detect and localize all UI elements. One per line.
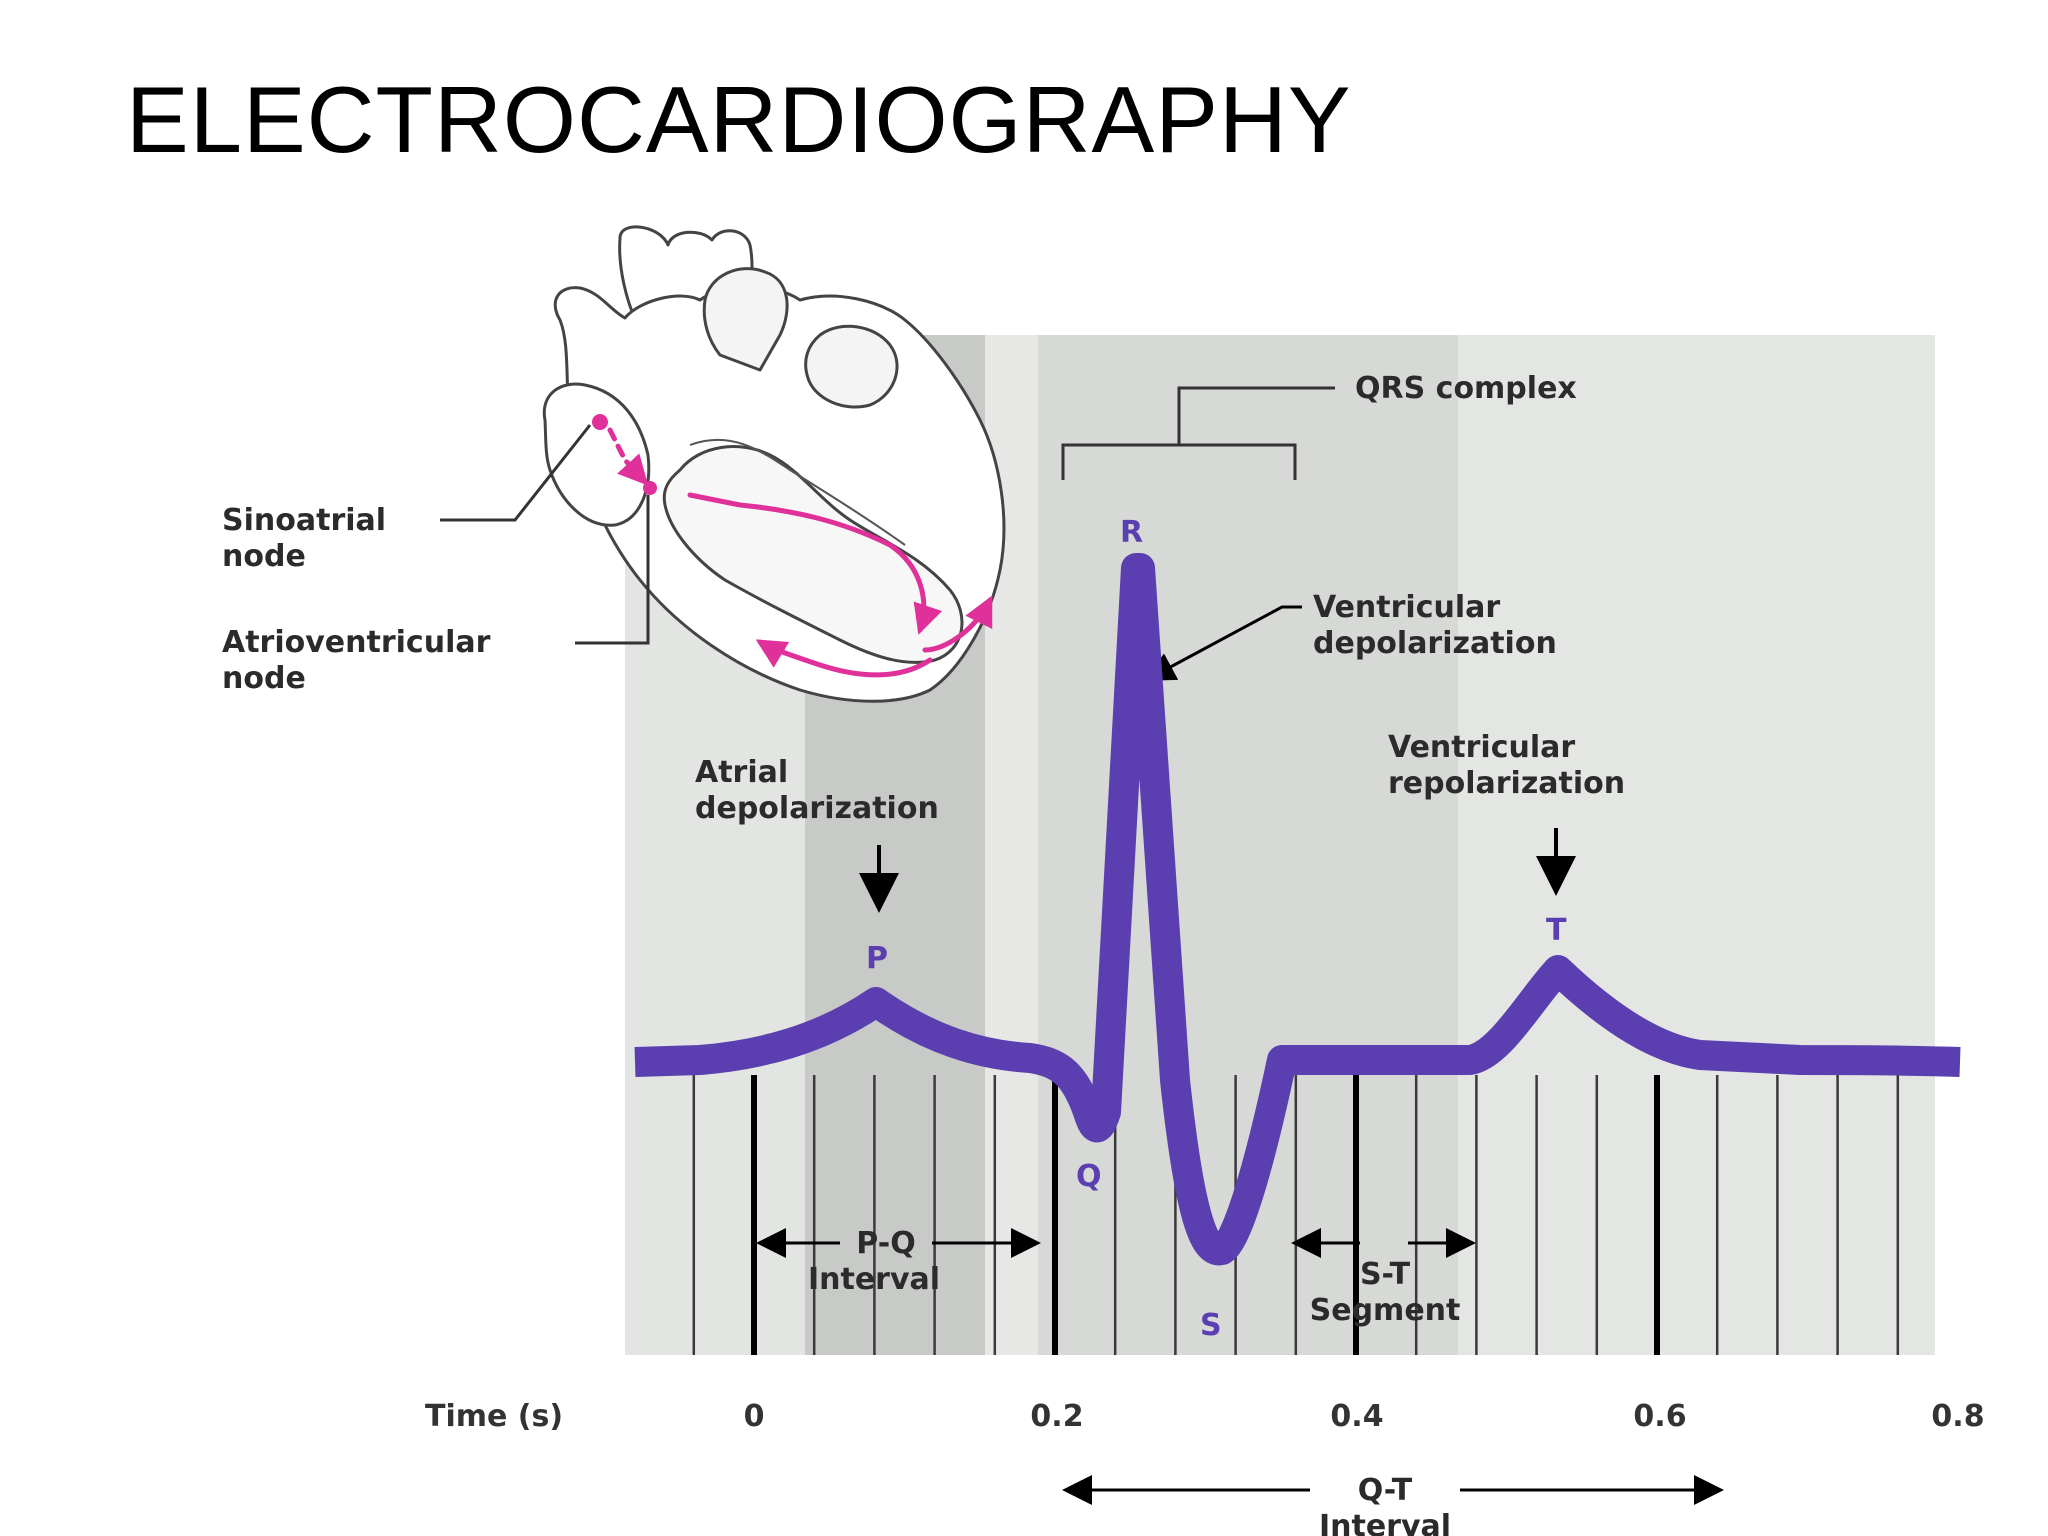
wave-labels: P Q R S T [866, 515, 1567, 1343]
wave-r-label: R [1120, 515, 1143, 550]
ventricular-depolarization-line2: depolarization [1313, 626, 1557, 661]
heart-pulmonary-trunk [702, 267, 789, 372]
heart-right-atrium [542, 382, 651, 527]
ventricular-depolarization-line1: Ventricular [1313, 590, 1500, 625]
heart-illustration [542, 225, 1006, 703]
heart-ventricle-wall [662, 445, 964, 664]
av-node-leader [575, 495, 650, 645]
purkinje-right-path [922, 595, 993, 653]
wave-p-label: P [866, 941, 888, 976]
qrs-bracket [1061, 386, 1335, 480]
atrial-depolarization-line2: depolarization [695, 791, 939, 826]
ecg-trace [634, 553, 1961, 1266]
atrial-depolarization-line1: Atrial [695, 755, 788, 790]
sa-node-dot [592, 414, 608, 430]
sa-node-leader [440, 424, 592, 522]
purkinje-left-path [755, 639, 933, 678]
ventricular-repolarization-line2: repolarization [1388, 766, 1625, 801]
sa-to-av-path [607, 427, 649, 486]
time-axis-label: Time (s) [425, 1399, 563, 1434]
wave-q-label: Q [1076, 1159, 1102, 1194]
st-segment-line1: S-T [1360, 1257, 1411, 1292]
qrs-complex-label: QRS complex [1355, 371, 1577, 406]
band-t [1458, 335, 1935, 1355]
heart-labels: Sinoatrial node Atrioventricular node [222, 424, 650, 696]
time-grid [692, 1075, 1900, 1355]
time-tick-0.8: 0.8 [1931, 1399, 1984, 1434]
wave-t-label: T [1546, 913, 1567, 948]
time-tick-0: 0 [744, 1399, 765, 1434]
wave-s-label: S [1200, 1308, 1222, 1343]
qrs-bracket-stem [1177, 386, 1335, 445]
av-node-label-line1: Atrioventricular [222, 625, 491, 660]
av-node-label-line2: node [222, 661, 306, 696]
st-segment-line2: Segment [1310, 1293, 1461, 1328]
qt-interval-line1: Q-T [1358, 1473, 1413, 1508]
heart-septum [689, 438, 906, 546]
sa-node-label-line1: Sinoatrial [222, 503, 386, 538]
time-tick-0.4: 0.4 [1330, 1399, 1383, 1434]
pq-interval-line2: Interval [808, 1262, 940, 1297]
heart-left-atrium [804, 324, 899, 409]
pq-interval-line1: P-Q [856, 1226, 915, 1261]
conduction-pathway [592, 414, 993, 678]
qt-interval-line2: Interval [1319, 1509, 1451, 1536]
time-tick-0.6: 0.6 [1633, 1399, 1686, 1434]
time-tick-0.2: 0.2 [1030, 1399, 1083, 1434]
sa-node-label-line2: node [222, 539, 306, 574]
bundle-branch-path [687, 492, 943, 635]
ventricular-depolarization-arrow [1144, 605, 1302, 681]
slide-title: ELECTROCARDIOGRAPHY [126, 67, 1352, 172]
ventricular-repolarization-line1: Ventricular [1388, 730, 1575, 765]
